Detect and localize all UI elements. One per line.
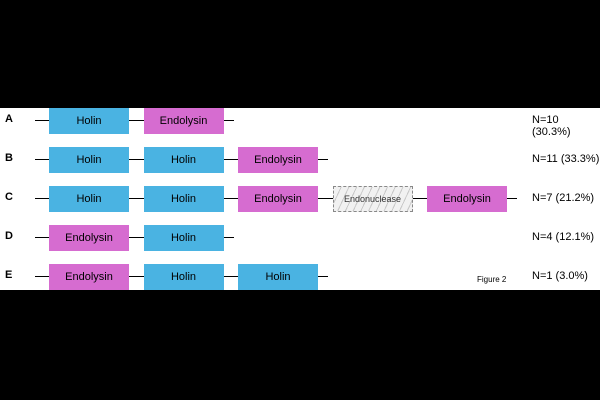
holin-gene-box: Holin: [49, 147, 129, 173]
cassette-row-b: B Holin Holin Endolysin N=11 (33.3%): [0, 147, 600, 173]
endolysin-gene-box: Endolysin: [49, 264, 129, 290]
holin-gene-box: Holin: [49, 186, 129, 212]
cassette-row-c: C Holin Holin Endolysin Endonuclease Endolysi…: [0, 186, 600, 212]
cassette-row-d: D Endolysin Holin N=4 (12.1%): [0, 225, 600, 251]
row-label: D: [5, 230, 13, 242]
holin-gene-box: Holin: [143, 225, 224, 251]
genome-line: [35, 237, 234, 238]
row-label: C: [5, 191, 13, 203]
row-count: N=10 (30.3%): [532, 114, 571, 138]
endolysin-gene-box: Endolysin: [427, 186, 507, 212]
row-label: B: [5, 152, 13, 164]
holin-gene-box: Holin: [143, 147, 224, 173]
endolysin-gene-box: Endolysin: [143, 108, 224, 134]
holin-gene-box: Holin: [143, 186, 224, 212]
holin-gene-box: Holin: [49, 108, 129, 134]
endolysin-gene-box: Endolysin: [49, 225, 129, 251]
endolysin-gene-box: Endolysin: [238, 147, 318, 173]
row-count: N=7 (21.2%): [532, 192, 595, 204]
row-label: E: [5, 269, 13, 281]
row-count: N=4 (12.1%): [532, 231, 595, 243]
row-label: A: [5, 113, 13, 125]
endonuclease-gene-box: Endonuclease: [332, 186, 413, 212]
holin-gene-box: Holin: [238, 264, 318, 290]
cassette-row-a: A Holin Endolysin N=10 (30.3%): [0, 108, 600, 138]
endolysin-gene-box: Endolysin: [238, 186, 318, 212]
figure-caption: Figure 2: [477, 275, 507, 284]
row-count: N=1 (3.0%): [532, 270, 588, 282]
row-count: N=11 (33.3%): [532, 153, 600, 165]
cassette-row-e: E Endolysin Holin Holin N=1 (3.0%): [0, 264, 600, 290]
genome-line: [35, 120, 234, 121]
holin-gene-box: Holin: [143, 264, 224, 290]
